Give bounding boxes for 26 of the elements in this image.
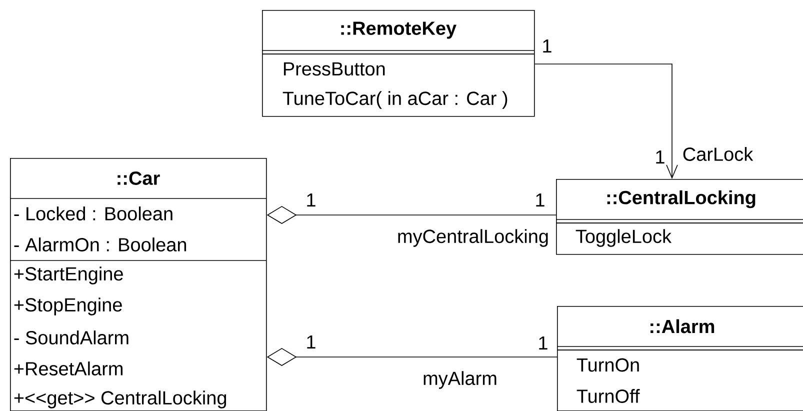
- class-name: ::CentralLocking: [607, 190, 756, 208]
- member-text: ToggleLock: [576, 229, 672, 247]
- role-label: myCentralLocking: [396, 228, 550, 248]
- class-name: ::RemoteKey: [341, 22, 456, 39]
- member-text: +<<get>> CentralLocking: [14, 390, 226, 408]
- member-text: TuneToCar( in aCar : Car ): [282, 91, 508, 109]
- member-text: +StartEngine: [14, 266, 123, 284]
- member-text: - AlarmOn : Boolean: [14, 238, 186, 252]
- member-text: TurnOff: [576, 389, 640, 403]
- class-name: ::Alarm: [650, 319, 714, 334]
- multiplicity-label: 1: [656, 150, 664, 164]
- member-text: +ResetAlarm: [14, 362, 122, 376]
- member-text: PressButton: [284, 62, 385, 76]
- class-name: ::Car: [118, 172, 160, 185]
- role-label: myAlarm: [422, 370, 498, 390]
- member-text: - Locked : Boolean: [14, 206, 172, 220]
- multiplicity-label: 1: [307, 193, 316, 207]
- member-text: - SoundAlarm: [14, 330, 128, 344]
- member-text: TurnOn: [576, 358, 639, 372]
- multiplicity-label: 1: [539, 336, 548, 350]
- multiplicity-label: 1: [536, 193, 544, 207]
- multiplicity-label: 1: [307, 335, 316, 349]
- member-text: +StopEngine: [14, 298, 122, 316]
- multiplicity-label: 1: [543, 39, 552, 53]
- association-line: [534, 64, 678, 179]
- role-label: CarLock: [681, 146, 754, 162]
